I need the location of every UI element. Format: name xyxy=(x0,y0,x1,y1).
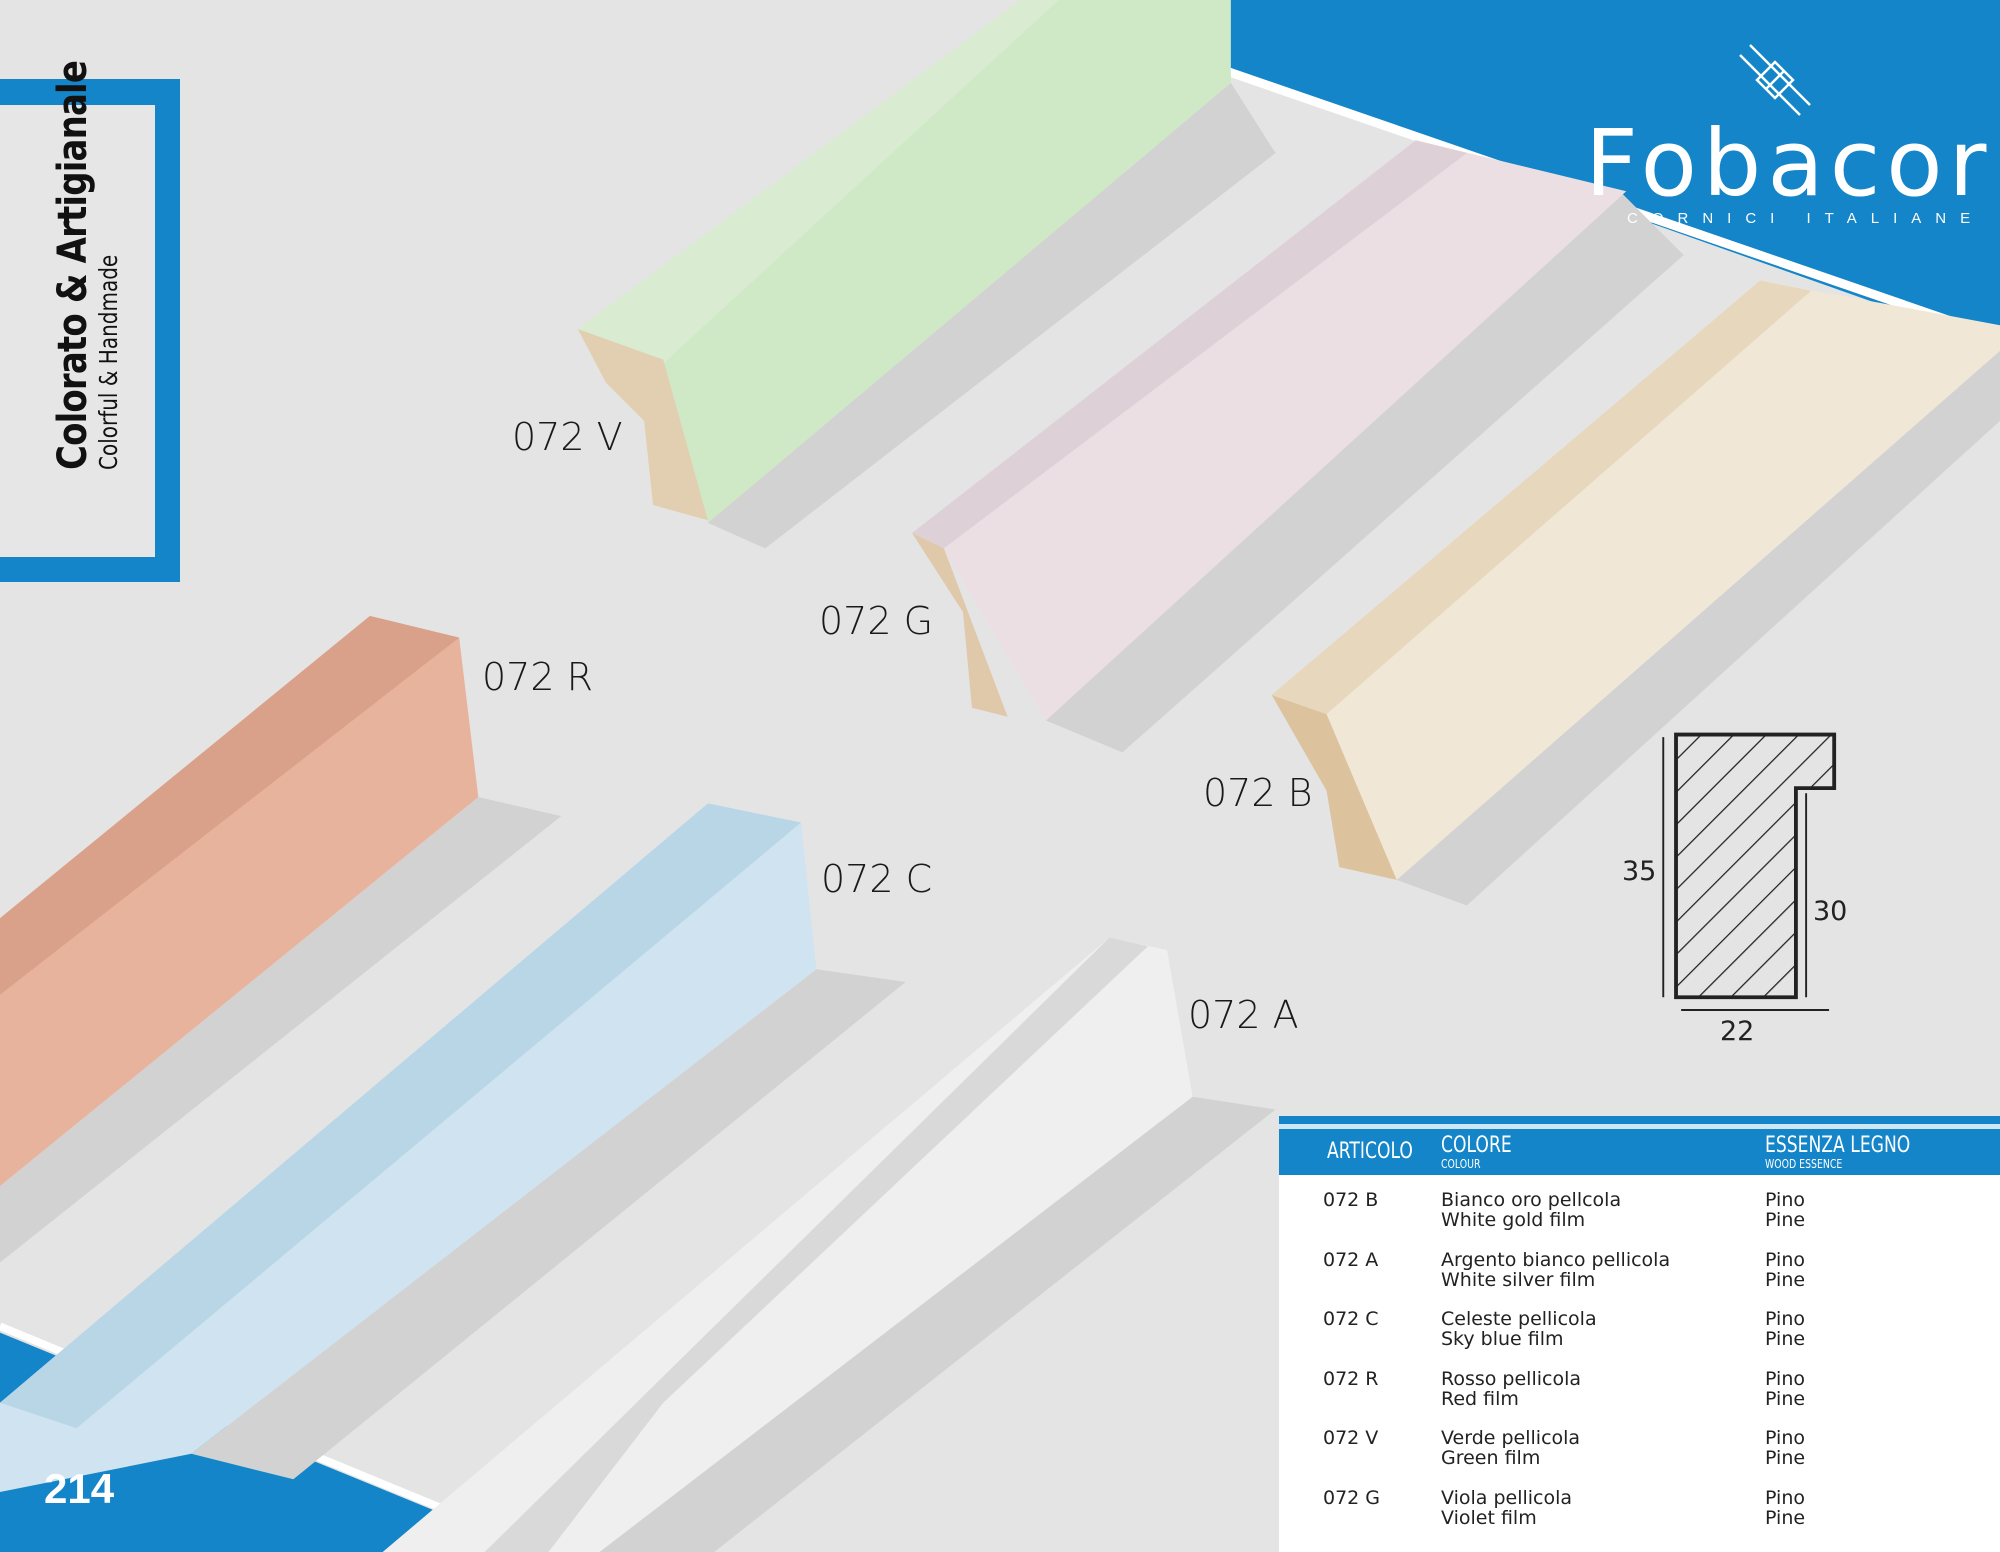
molding-072-v xyxy=(577,0,1231,523)
cell-code: 072 A xyxy=(1323,1248,1379,1271)
product-code-c: 072 C xyxy=(821,857,933,901)
category-subtitle: Colorful & Handmade xyxy=(94,254,123,470)
cell-code: 072 G xyxy=(1323,1486,1381,1509)
cell-code: 072 V xyxy=(1323,1427,1379,1449)
category-label-panel xyxy=(0,79,180,582)
logo-name: Fobacor xyxy=(1585,110,1993,217)
product-code-r: 072 R xyxy=(482,655,594,699)
product-code-b: 072 B xyxy=(1203,771,1313,815)
product-code-g: 072 G xyxy=(819,599,934,643)
molding-072-g xyxy=(911,140,1627,721)
header-articolo: ARTICOLO xyxy=(1327,1139,1413,1164)
cell-code: 072 R xyxy=(1323,1367,1379,1390)
molding-072-b xyxy=(1271,280,2000,880)
product-code-a: 072 A xyxy=(1188,993,1299,1037)
molding-072-c xyxy=(0,803,817,1493)
cell-code: 072 B xyxy=(1323,1189,1379,1211)
cell-code: 072 C xyxy=(1323,1308,1379,1330)
product-code-v: 072 V xyxy=(512,415,623,459)
page-number: 214 xyxy=(44,1465,115,1512)
category-title: Colorato & Artigianale xyxy=(50,60,96,470)
profile-rebate-label: 30 xyxy=(1813,896,1848,927)
category-label: Colorato & Artigianale Colorful & Handma… xyxy=(50,0,123,470)
logo-tagline: CORNICI ITALIANE xyxy=(1627,210,1985,227)
profile-height-label: 35 xyxy=(1622,856,1657,887)
profile-drawing xyxy=(1662,732,1837,1011)
molding-072-a xyxy=(382,937,1193,1552)
molding-072-r xyxy=(0,615,479,1186)
molding-shadows xyxy=(0,82,2000,1552)
profile-width-label: 22 xyxy=(1720,1016,1755,1047)
logo-mark-icon xyxy=(1739,44,1811,116)
